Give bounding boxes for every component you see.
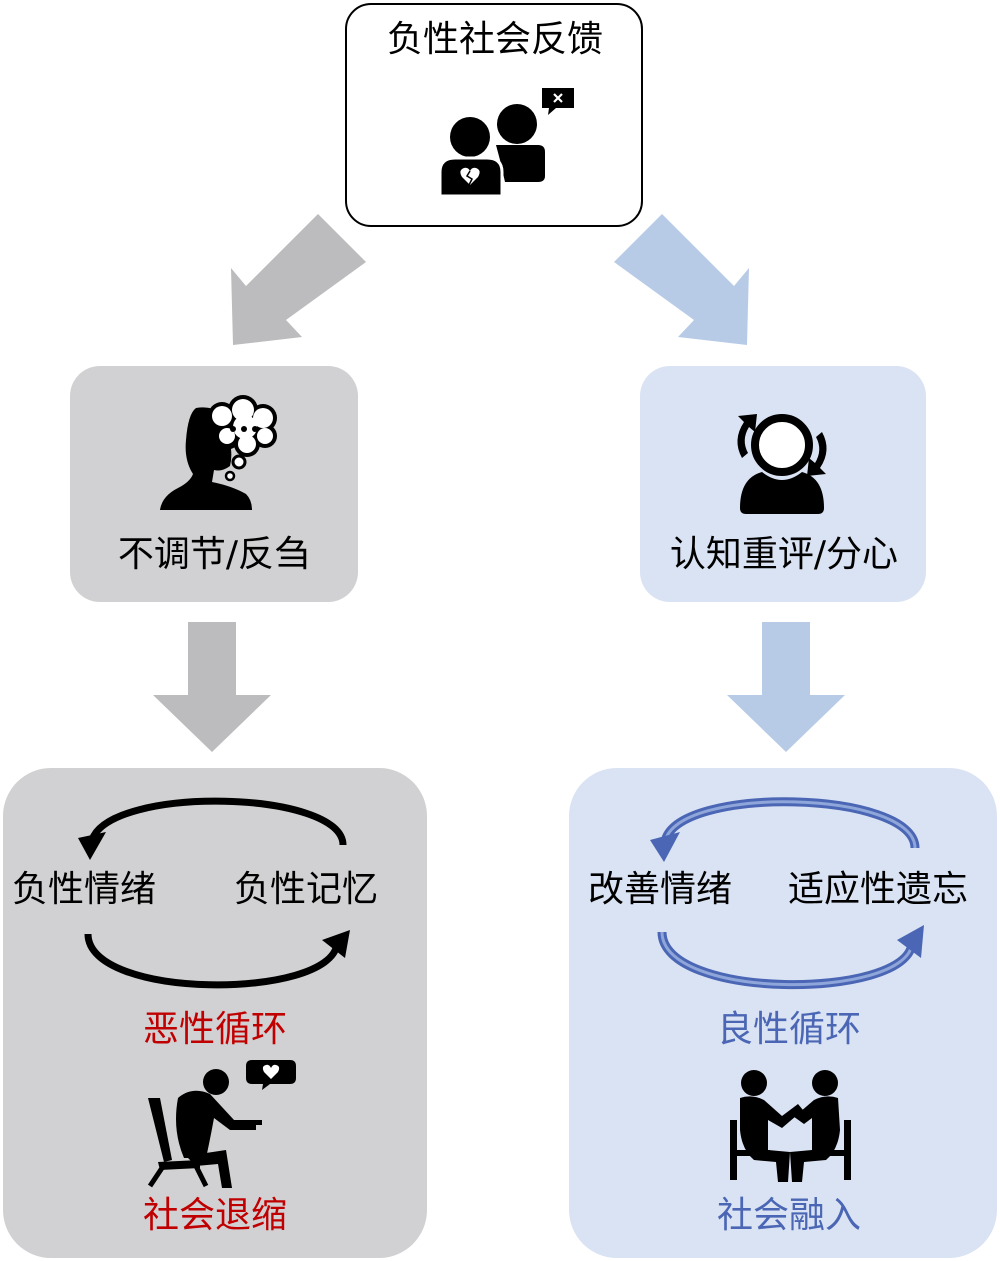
left-strategy-label: 不调节/反刍 (117, 534, 311, 575)
virtuous-cycle-label: 良性循环 (716, 1009, 862, 1050)
social-withdrawal-label: 社会退缩 (142, 1195, 288, 1236)
left-cycle-left-label: 负性情绪 (12, 869, 157, 910)
gray-down-arrow (153, 622, 271, 752)
vicious-cycle-label: 恶性循环 (142, 1009, 288, 1050)
top-label: 负性社会反馈 (386, 19, 604, 60)
left-cycle-right-label: 负性记忆 (234, 869, 379, 910)
social-integration-label: 社会融入 (716, 1195, 862, 1236)
blue-down-arrow (727, 622, 845, 752)
gray-diagonal-arrow (231, 214, 366, 345)
right-cycle-right-label: 适应性遗忘 (788, 869, 969, 910)
right-cycle-left-label: 改善情绪 (588, 869, 733, 910)
right-strategy-label: 认知重评/分心 (669, 534, 899, 575)
blue-diagonal-arrow (614, 214, 749, 345)
